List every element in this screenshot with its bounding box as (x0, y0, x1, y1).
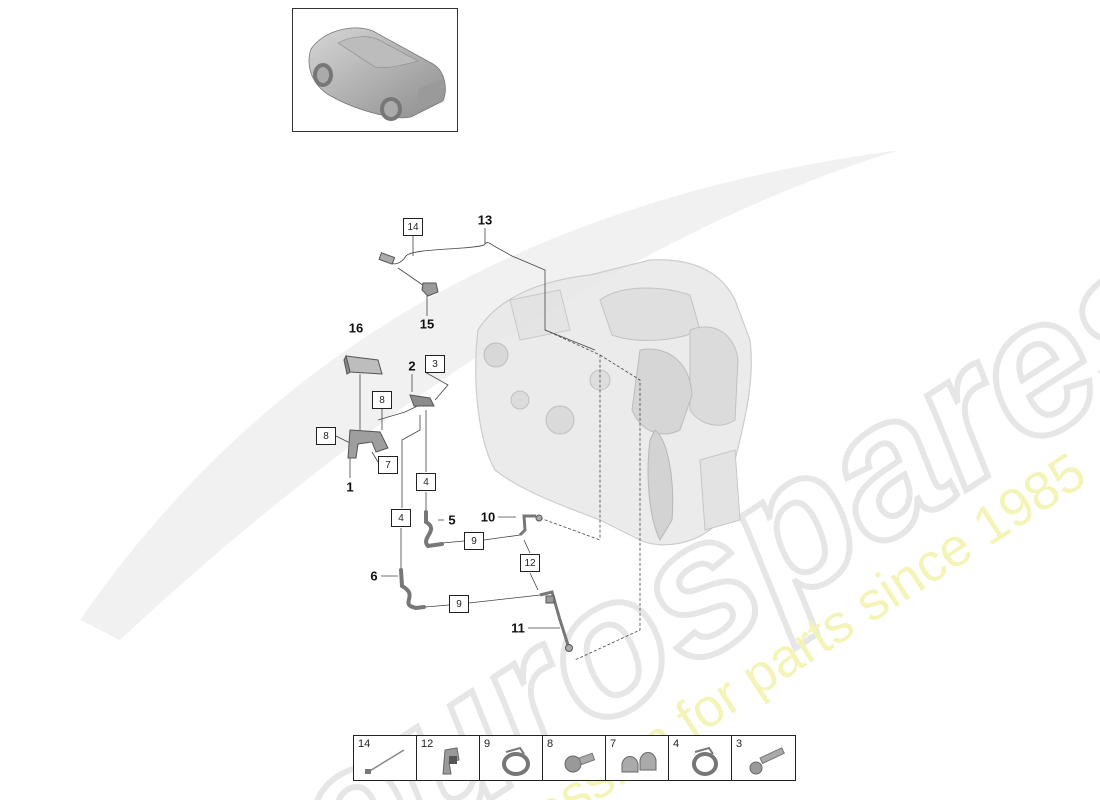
vehicle-icon (308, 27, 446, 121)
legend-number: 3 (736, 738, 743, 750)
legend-number: 14 (358, 738, 371, 750)
callout-9a[interactable]: 9 (464, 532, 484, 550)
callout-9b[interactable]: 9 (449, 595, 469, 613)
legend-item-3[interactable]: 3 (732, 736, 795, 780)
legend-item-14[interactable]: 14 (354, 736, 417, 780)
callout-16[interactable]: 16 (348, 320, 364, 336)
part-13-sensor (378, 252, 396, 265)
part-5-hose (424, 510, 444, 549)
part-1-bracket (347, 429, 389, 459)
callout-11[interactable]: 11 (511, 620, 525, 636)
callout-4b[interactable]: 4 (391, 509, 411, 527)
legend-number: 12 (421, 738, 434, 750)
legend-number: 4 (673, 738, 680, 750)
callout-8b[interactable]: 8 (316, 427, 336, 445)
callout-7[interactable]: 7 (378, 456, 398, 474)
callout-2[interactable]: 2 (408, 358, 416, 374)
legend-number: 7 (610, 738, 617, 750)
callout-4a[interactable]: 4 (416, 473, 436, 491)
engine-assembly (475, 259, 752, 546)
part-16-heat-shield (343, 354, 383, 375)
callout-1[interactable]: 1 (346, 479, 354, 495)
double-clip-icon (621, 752, 657, 773)
legend-number: 9 (484, 738, 491, 750)
vehicle-thumbnail (292, 8, 458, 132)
callout-6[interactable]: 6 (370, 568, 378, 584)
callout-14[interactable]: 14 (403, 218, 423, 236)
callout-12[interactable]: 12 (520, 554, 540, 572)
hose-clip-icon (502, 746, 530, 776)
part-15-connector (421, 282, 439, 297)
callout-13[interactable]: 13 (477, 212, 493, 228)
legend-item-7[interactable]: 7 (606, 736, 669, 780)
small-parts-legend: 14 12 9 8 7 4 3 (353, 735, 796, 781)
hose-clip-icon (692, 746, 718, 776)
legend-item-4[interactable]: 4 (669, 736, 732, 780)
callout-10[interactable]: 10 (480, 509, 496, 525)
legend-item-8[interactable]: 8 (543, 736, 606, 780)
part-6-hose (399, 568, 426, 611)
callout-15[interactable]: 15 (419, 316, 435, 332)
legend-item-12[interactable]: 12 (417, 736, 480, 780)
legend-item-9[interactable]: 9 (480, 736, 543, 780)
legend-number: 8 (547, 738, 554, 750)
screw-icon (564, 752, 596, 773)
cable-tie-icon (365, 749, 405, 774)
callout-5[interactable]: 5 (448, 512, 456, 528)
parts (343, 252, 573, 652)
callout-3[interactable]: 3 (425, 355, 445, 373)
part-11-pipe (539, 590, 573, 652)
part-10-pipe (518, 514, 543, 537)
holder-clip-icon (442, 747, 460, 775)
screw-long-icon (749, 747, 785, 775)
part-2-sensor (409, 394, 435, 407)
callout-8a[interactable]: 8 (372, 391, 392, 409)
